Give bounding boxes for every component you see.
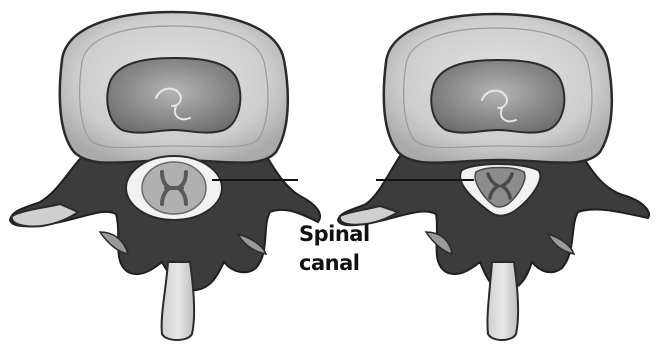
nucleus-pulposus (107, 58, 240, 133)
spinous-process (487, 262, 518, 340)
stenotic-vertebra (338, 14, 649, 340)
label-line-1: Spinal (299, 220, 379, 249)
spinous-process (162, 262, 195, 340)
normal-vertebra (10, 12, 320, 340)
spinal-canal-label: Spinal canal (299, 220, 379, 278)
label-line-2: canal (299, 249, 379, 278)
nucleus-pulposus (431, 60, 564, 133)
left-transverse-process (12, 204, 78, 227)
